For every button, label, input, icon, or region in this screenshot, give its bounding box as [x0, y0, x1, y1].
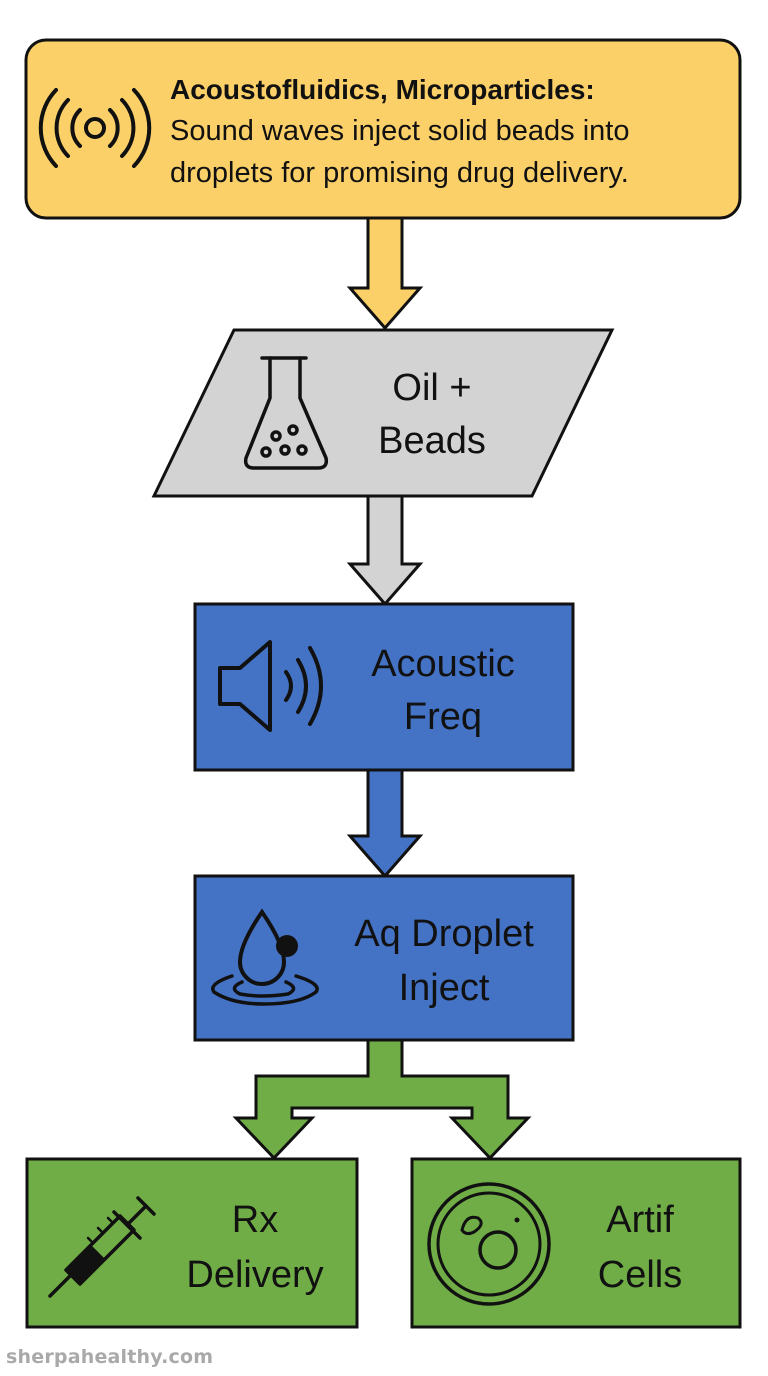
header-description-line2: droplets for promising drug delivery.	[170, 157, 629, 189]
node-droplet-inject-line1: Aq Droplet	[354, 913, 534, 955]
node-acoustic-freq: Acoustic Freq	[193, 602, 575, 772]
node-oil-beads: Oil + Beads	[151, 328, 615, 498]
arrow-oil-to-acoustic	[346, 494, 424, 607]
node-acoustic-freq-line1: Acoustic	[371, 643, 515, 685]
node-artif-cells-line2: Cells	[598, 1254, 682, 1296]
cell-icon	[427, 1182, 551, 1306]
speaker-icon	[218, 640, 323, 732]
header-box: Acoustofluidics, Microparticles: Sound w…	[24, 38, 742, 220]
watermark-text: sherpahealthy.com	[6, 1346, 214, 1368]
node-oil-beads-line2: Beads	[378, 420, 486, 462]
arrow-split-to-outputs	[232, 1038, 532, 1161]
node-artif-cells: Artif Cells	[410, 1157, 742, 1329]
syringe-icon	[48, 1196, 156, 1298]
arrow-acoustic-to-droplet	[346, 768, 424, 879]
node-droplet-inject-line2: Inject	[399, 967, 490, 1009]
arrow-header-to-oil	[346, 216, 424, 331]
header-description-line1: Sound waves inject solid beads into	[170, 115, 629, 147]
node-rx-delivery-line1: Rx	[232, 1199, 278, 1241]
flask-icon	[243, 356, 329, 470]
header-title: Acoustofluidics, Microparticles:	[170, 74, 595, 105]
droplet-icon	[211, 908, 319, 1006]
node-acoustic-freq-line2: Freq	[404, 696, 482, 738]
node-droplet-inject: Aq Droplet Inject	[193, 874, 575, 1042]
node-artif-cells-line1: Artif	[606, 1199, 674, 1241]
sound-waves-icon	[38, 88, 152, 168]
node-rx-delivery: Rx Delivery	[25, 1157, 359, 1329]
node-oil-beads-line1: Oil +	[392, 367, 471, 409]
node-rx-delivery-line2: Delivery	[186, 1254, 323, 1296]
